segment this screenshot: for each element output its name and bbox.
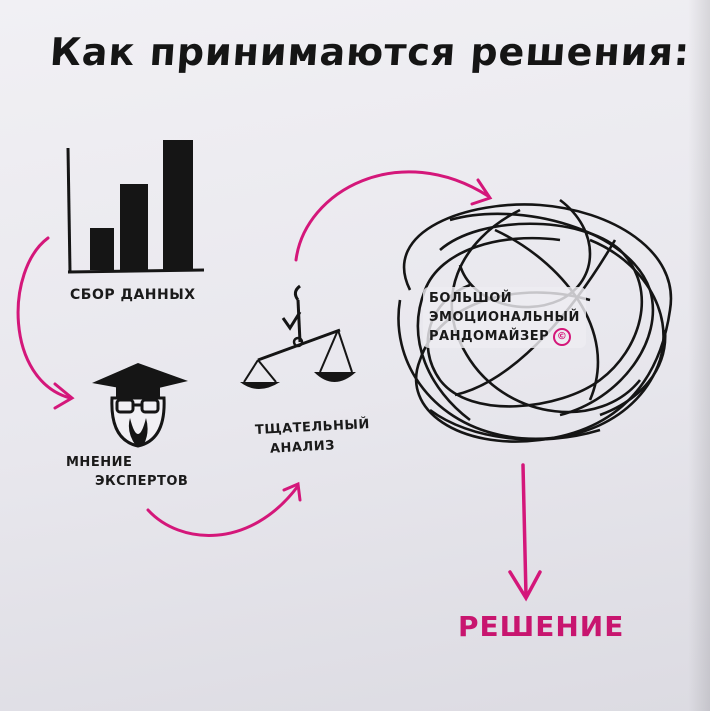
randomizer-label-line3-text: РАНДОМАЙЗЕР xyxy=(429,329,550,344)
randomizer-label-line3: РАНДОМАЙЗЕР© xyxy=(429,327,580,346)
expert-head-icon xyxy=(92,363,188,448)
copyright-icon: © xyxy=(553,327,572,346)
expert-opinion-label-line2: ЭКСПЕРТОВ xyxy=(95,474,189,489)
scales-icon xyxy=(240,284,356,389)
bar-chart-icon xyxy=(66,140,205,274)
data-collection-label: СБОР ДАННЫХ xyxy=(70,287,196,303)
randomizer-label-line2: ЭМОЦИОНАЛЬНЫЙ xyxy=(429,310,580,325)
paper-edge-shadow xyxy=(688,0,710,711)
randomizer-label: БОЛЬШОЙ ЭМОЦИОНАЛЬНЫЙ РАНДОМАЙЗЕР© xyxy=(423,287,586,348)
down-arrow-icon xyxy=(508,463,542,602)
curved-arrow-icon xyxy=(16,170,493,537)
randomizer-label-line1: БОЛЬШОЙ xyxy=(429,291,513,306)
expert-opinion-label-line1: МНЕНИЕ xyxy=(66,455,133,470)
decision-label: РЕШЕНИЕ xyxy=(458,610,625,643)
